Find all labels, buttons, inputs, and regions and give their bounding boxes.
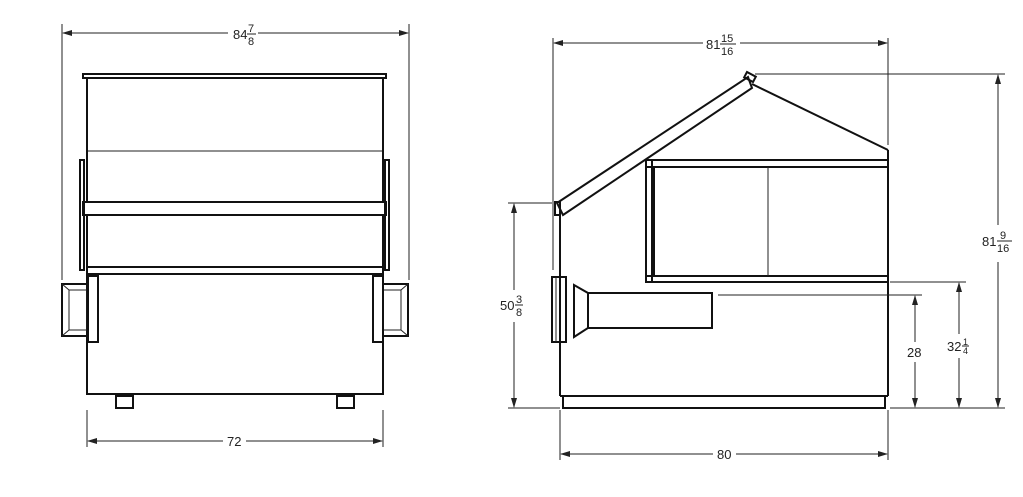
dim-overall-height-whole: 81: [982, 234, 996, 249]
dim-overall-width-den: 8: [248, 36, 254, 48]
dim-overall-depth-whole: 81: [706, 37, 720, 52]
dim-overall-depth-den: 16: [721, 46, 733, 58]
dim-overall-width-whole: 84: [233, 27, 247, 42]
dim-front-height-den: 8: [516, 307, 522, 319]
dim-overall-height-den: 16: [997, 243, 1009, 255]
dim-front-height-whole: 50: [500, 298, 514, 313]
front-view: 84 7 8 72: [61, 23, 410, 449]
dim-pocket-top-height-whole: 32: [947, 339, 961, 354]
dim-pocket-top-height-num: 1: [963, 337, 968, 347]
dim-pocket-top-height-den: 4: [963, 346, 968, 356]
dim-pocket-height: 28: [907, 345, 921, 360]
dim-base-depth: 80: [717, 447, 731, 462]
dim-overall-width-num: 7: [248, 23, 254, 35]
dim-overall-height-num: 9: [1000, 230, 1006, 242]
dim-overall-depth-num: 15: [721, 33, 733, 45]
dim-front-height-num: 3: [516, 294, 522, 306]
side-view: 81 15 16 81 9 16 50 3 8 28 32 1 4: [500, 33, 1012, 462]
dim-body-width: 72: [227, 434, 241, 449]
